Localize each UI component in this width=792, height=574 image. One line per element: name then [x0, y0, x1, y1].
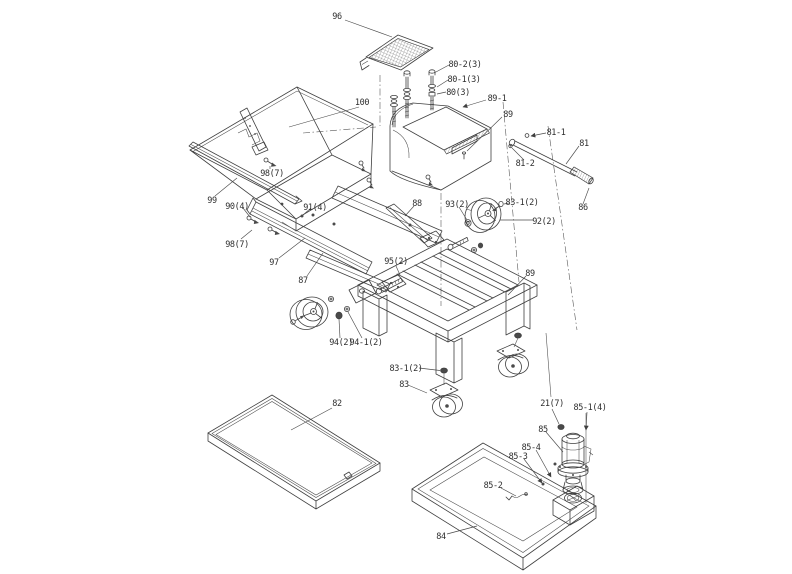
- screw-98-top: [263, 157, 277, 167]
- part-fastener-stacks-80: [390, 69, 436, 128]
- part-support-rail-rear: [331, 185, 443, 244]
- screw-hopper-a: [358, 160, 366, 172]
- callout-89-frame: 89: [525, 269, 535, 279]
- callout-83-1-b: 83-1(2): [389, 364, 422, 374]
- callout-81-2: 81-2: [516, 159, 535, 169]
- washer-93: [464, 219, 472, 227]
- callout-90: 90(4): [225, 202, 249, 212]
- part-caster-right: [496, 332, 529, 378]
- callout-85-2: 85-2: [484, 481, 503, 491]
- callout-80: 80(3): [446, 88, 470, 98]
- part-pump-tray: [411, 442, 597, 571]
- callout-80-1: 80-1(3): [447, 75, 480, 85]
- callout-96: 96: [332, 12, 342, 22]
- screw-83-1-upper: [492, 200, 504, 212]
- callout-97: 97: [269, 258, 279, 268]
- callout-99: 99: [207, 196, 217, 206]
- callout-88: 88: [412, 199, 422, 209]
- part-wheel-left: [289, 295, 350, 330]
- callout-83-1-a: 83-1(2): [505, 198, 538, 208]
- callout-21: 21(7): [540, 399, 564, 409]
- callout-85-4: 85-4: [522, 443, 541, 453]
- washer-upper: [327, 295, 334, 302]
- callout-98-top: 98(7): [260, 169, 284, 179]
- phantom-centerlines: [302, 75, 587, 503]
- callout-95: 95(2): [384, 257, 408, 267]
- part-water-pump: [505, 424, 594, 501]
- screw-94-axle: [290, 315, 305, 325]
- screw-85-4: [553, 462, 557, 466]
- callout-83: 83: [399, 380, 409, 390]
- screw-90: [246, 215, 259, 224]
- part-cart-frame: [348, 238, 538, 384]
- part-handle: [508, 133, 594, 185]
- screw-hopper-b: [366, 177, 374, 189]
- callout-87: 87: [298, 276, 308, 286]
- part-drip-tray: [207, 394, 381, 510]
- part-axle-bolts-95: [375, 237, 484, 295]
- callout-93: 93(2): [445, 200, 469, 210]
- part-water-tank: [389, 102, 492, 191]
- screw-81-1: [524, 133, 530, 138]
- cord-85-2: [505, 492, 529, 501]
- screw-81-2: [508, 143, 513, 149]
- callout-89-tank: 89: [503, 110, 513, 120]
- nut-94: [335, 311, 343, 320]
- screw-98-lower: [267, 226, 280, 235]
- callout-89-1: 89-1: [488, 94, 507, 104]
- callout-92: 92(2): [532, 217, 556, 227]
- part-caster-front: [429, 367, 463, 418]
- callout-94-1: 94-1(2): [349, 338, 382, 348]
- callout-80-2: 80-2(3): [448, 60, 481, 70]
- washer-94-1: [343, 305, 350, 312]
- leader-lines: [214, 19, 590, 535]
- callout-85-1: 85-1(4): [573, 403, 606, 413]
- screw-hopper-c: [425, 174, 433, 186]
- part-scraper-strip: [188, 141, 303, 205]
- callout-100: 100: [355, 98, 369, 108]
- callout-94: 94(2): [329, 338, 353, 348]
- callout-84: 84: [436, 532, 446, 542]
- callout-91: 91(4): [303, 203, 327, 213]
- callout-85-3: 85-3: [509, 452, 528, 462]
- callout-labels: 96 100 80-2(3) 80-1(3) 80(3) 89-1 89 81-…: [207, 12, 607, 542]
- tank-front-screw: [461, 151, 466, 160]
- part-drain-grate: [359, 34, 434, 71]
- callout-85: 85: [538, 425, 548, 435]
- callout-86: 86: [578, 203, 588, 213]
- callout-81: 81: [579, 139, 589, 149]
- part-hopper: [189, 86, 374, 232]
- callout-81-1: 81-1: [547, 128, 566, 138]
- part-wheel-right: [464, 197, 504, 233]
- washer-95: [470, 246, 477, 253]
- callout-98-lower: 98(7): [225, 240, 249, 250]
- callout-82: 82: [332, 399, 342, 409]
